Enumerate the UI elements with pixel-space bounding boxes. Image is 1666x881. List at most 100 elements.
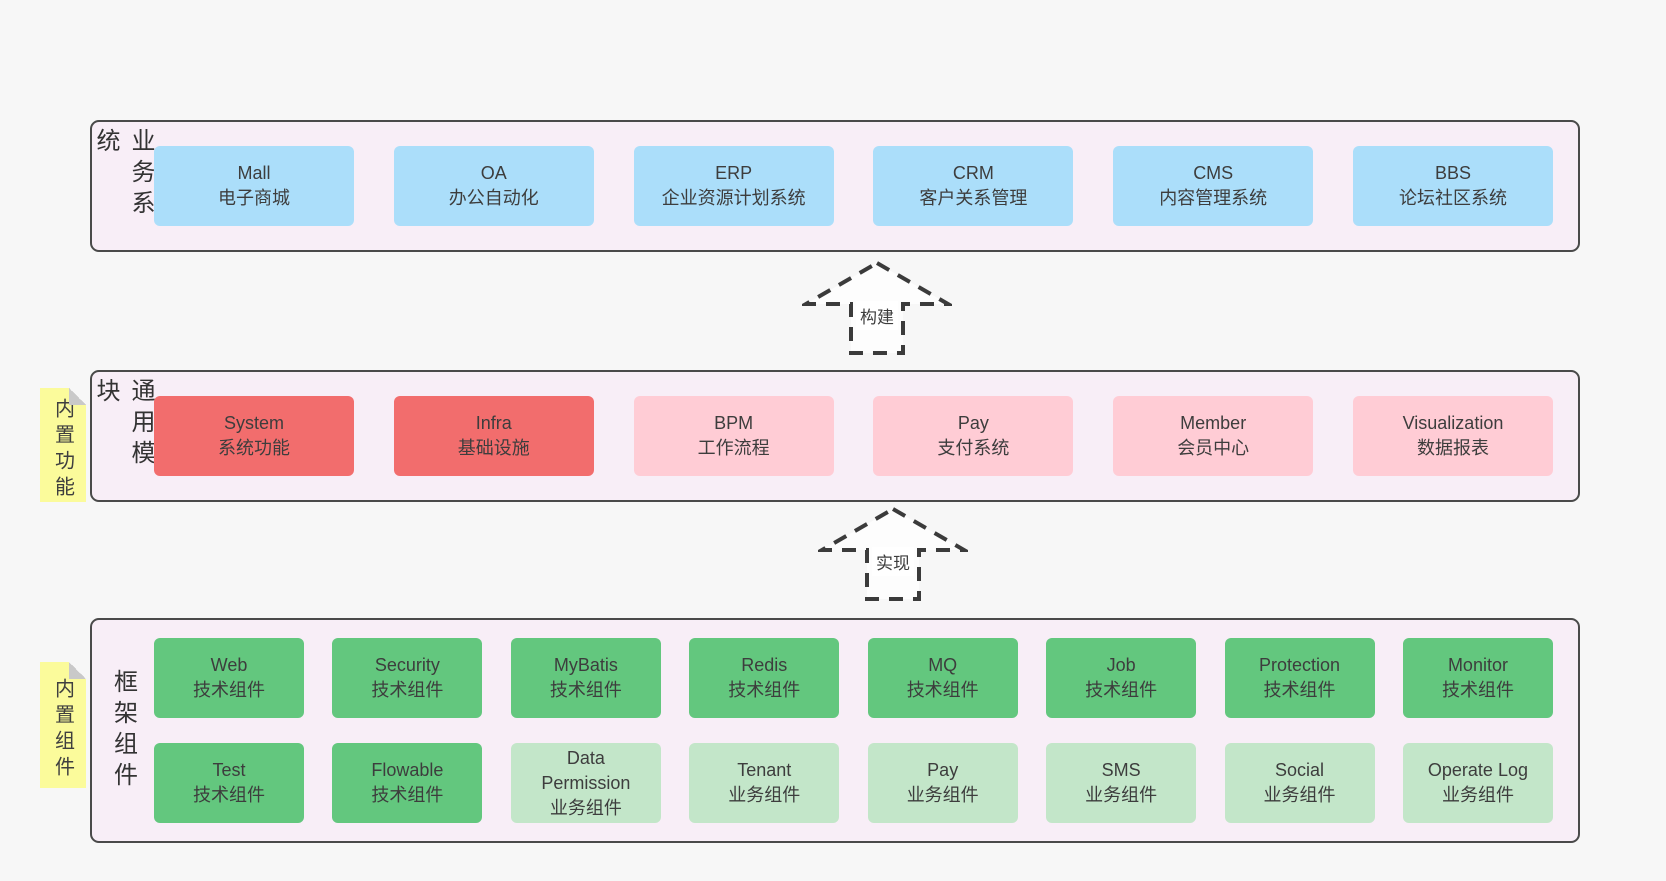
component-box-visualization: Visualization 数据报表 (1352, 396, 1553, 476)
box-title: Social (1275, 760, 1325, 780)
box-subtitle: 业务组件 (906, 785, 979, 805)
section-rows: Mall 电子商城 OA 办公自动化 ERP 企业资源计划系统 CRM 客户关系管理 CMS 内容… (154, 122, 1578, 250)
component-box-monitor: Monitor 技术组件 (1402, 638, 1553, 718)
box-subtitle: 支付系统 (937, 438, 1010, 458)
box-title: CRM (952, 163, 994, 183)
arrow-label: 实现 (872, 547, 914, 576)
component-box-mq: MQ 技术组件 (867, 638, 1018, 718)
arrow-label: 构建 (856, 301, 898, 330)
component-box-web: Web 技术组件 (154, 638, 304, 718)
box-title: Tenant (737, 760, 792, 780)
component-box-bbs: BBS 论坛社区系统 (1352, 146, 1553, 226)
arrow-up-implement: 实现 (814, 506, 972, 606)
box-subtitle: 电子商城 (218, 188, 290, 208)
arrow-up-build: 构建 (798, 260, 956, 360)
component-box-security: Security 技术组件 (332, 638, 483, 718)
section-side-label: 框架组件 (109, 668, 137, 793)
component-box-data-permission: Data Permission 业务组件 (510, 743, 661, 823)
box-subtitle: 业务组件 (1085, 785, 1158, 805)
box-title: BBS (1434, 163, 1471, 183)
component-box-test: Test 技术组件 (154, 743, 304, 823)
box-subtitle: 技术组件 (1085, 680, 1158, 700)
sticky-note-builtin-features: 内置功能 (40, 388, 86, 502)
sticky-note-builtin-components: 内置组件 (40, 662, 86, 788)
box-subtitle: 技术组件 (371, 785, 444, 805)
section-side-label: 业务系统 (92, 128, 154, 221)
component-box-bpm: BPM 工作流程 (633, 396, 834, 476)
box-subtitle: 业务组件 (549, 797, 622, 818)
box-row-business: Mall 电子商城 OA 办公自动化 ERP 企业资源计划系统 CRM 客户关系管理 CMS 内容… (154, 146, 1553, 226)
box-subtitle: 客户关系管理 (919, 188, 1028, 208)
box-subtitle: 论坛社区系统 (1398, 188, 1507, 208)
box-subtitle: 技术组件 (1263, 680, 1336, 700)
component-box-operate-log: Operate Log 业务组件 (1402, 743, 1553, 823)
box-title: ERP (715, 163, 753, 183)
component-box-job: Job 技术组件 (1046, 638, 1197, 718)
component-box-erp: ERP 企业资源计划系统 (633, 146, 834, 226)
box-subtitle: 技术组件 (1441, 680, 1514, 700)
box-subtitle: 技术组件 (371, 680, 444, 700)
box-subtitle: 内容管理系统 (1159, 188, 1268, 208)
folded-corner-icon (69, 388, 86, 405)
box-subtitle: 技术组件 (549, 680, 622, 700)
component-box-flowable: Flowable 技术组件 (332, 743, 483, 823)
box-subtitle: 技术组件 (193, 680, 265, 700)
box-subtitle: 技术组件 (193, 785, 265, 805)
component-box-member: Member 会员中心 (1113, 396, 1314, 476)
component-box-tenant: Tenant 业务组件 (689, 743, 840, 823)
box-title: Test (212, 760, 246, 780)
component-box-cms: CMS 内容管理系统 (1113, 146, 1314, 226)
box-title: MyBatis (553, 655, 618, 675)
box-title: Security (374, 655, 440, 675)
section-side-label: 通用模块 (92, 378, 154, 471)
box-title: SMS (1101, 760, 1141, 780)
component-box-protection: Protection 技术组件 (1224, 638, 1375, 718)
box-title: Monitor (1447, 655, 1508, 675)
component-box-social: Social 业务组件 (1224, 743, 1375, 823)
box-title: Web (210, 655, 248, 675)
box-title: Pay (927, 760, 959, 780)
box-title: Data Permission (541, 747, 631, 793)
box-title: Member (1180, 413, 1247, 433)
box-title: System (223, 413, 284, 433)
component-box-oa: OA 办公自动化 (393, 146, 594, 226)
box-subtitle: 办公自动化 (448, 188, 539, 208)
box-title: MQ (928, 655, 958, 675)
box-subtitle: 业务组件 (728, 785, 801, 805)
box-title: Job (1106, 655, 1136, 675)
box-title: Operate Log (1427, 760, 1528, 780)
box-title: OA (480, 163, 507, 183)
component-box-pay: Pay 业务组件 (867, 743, 1018, 823)
box-title: Visualization (1402, 413, 1504, 433)
box-subtitle: 技术组件 (906, 680, 979, 700)
box-subtitle: 数据报表 (1416, 438, 1489, 458)
box-subtitle: 技术组件 (728, 680, 801, 700)
sticky-label: 内置组件 (51, 678, 74, 782)
sticky-label: 内置功能 (51, 398, 74, 502)
box-title: Protection (1259, 655, 1341, 675)
section-business-systems: 业务系统 Mall 电子商城 OA 办公自动化 ERP 企业资源计划系统 CRM 客户关系管理… (90, 120, 1580, 252)
box-title: Mall (237, 163, 271, 183)
component-box-mall: Mall 电子商城 (154, 146, 354, 226)
box-subtitle: 业务组件 (1441, 785, 1514, 805)
box-title: BPM (714, 413, 754, 433)
box-subtitle: 业务组件 (1263, 785, 1336, 805)
component-box-crm: CRM 客户关系管理 (873, 146, 1074, 226)
box-title: CMS (1193, 163, 1234, 183)
box-subtitle: 工作流程 (697, 438, 770, 458)
box-subtitle: 会员中心 (1177, 438, 1250, 458)
box-subtitle: 企业资源计划系统 (661, 188, 806, 208)
box-title: Flowable (371, 760, 444, 780)
